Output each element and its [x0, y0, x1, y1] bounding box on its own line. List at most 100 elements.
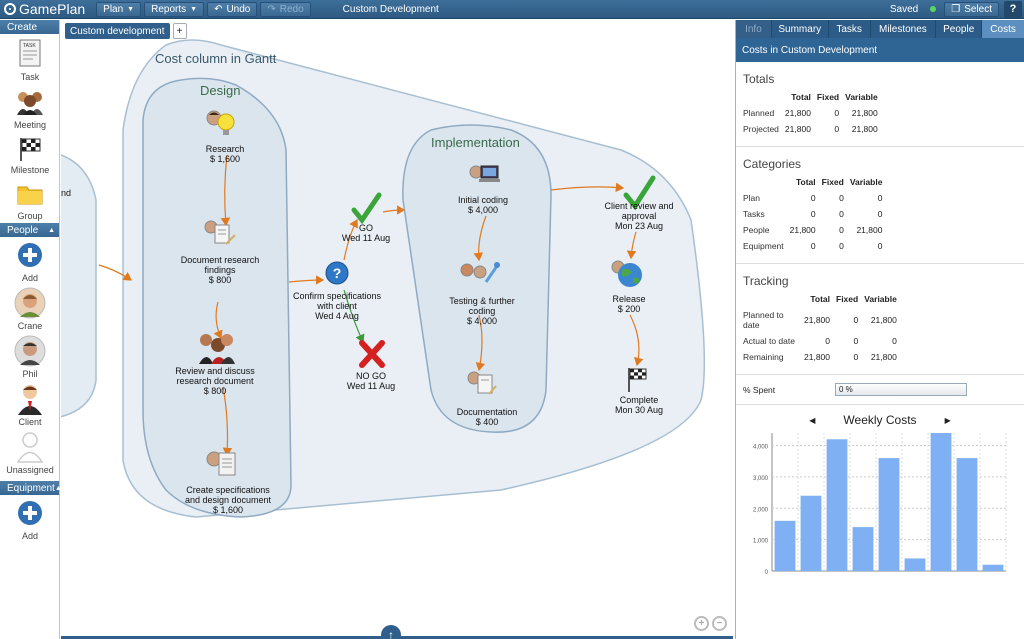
- design-group-shape[interactable]: [142, 77, 292, 518]
- cell-total: 0: [825, 336, 830, 346]
- equipment-header-label: Equipment: [7, 482, 55, 494]
- release-cost: $ 200: [617, 304, 641, 314]
- equipment-section-header[interactable]: Equipment▲: [0, 481, 62, 495]
- left-group-shape[interactable]: [61, 150, 97, 420]
- tab-milestones[interactable]: Milestones: [871, 20, 937, 38]
- tab-tasks[interactable]: Tasks: [829, 20, 871, 38]
- client-review-checkmark-icon[interactable]: [623, 175, 656, 211]
- tab-costs[interactable]: Costs: [982, 20, 1024, 38]
- undo-icon: ↶: [214, 3, 223, 15]
- complete-checkered-flag-icon[interactable]: [628, 368, 647, 392]
- logo-icon: [4, 3, 16, 15]
- go-checkmark-icon[interactable]: [351, 192, 382, 225]
- tab-people[interactable]: People: [936, 20, 983, 38]
- review-title-2: research document: [176, 376, 254, 386]
- prev-week-button[interactable]: ◀: [809, 415, 816, 425]
- breadcrumb-tab-custom-development[interactable]: Custom development: [65, 23, 170, 39]
- person-crane[interactable]: Crane: [0, 285, 60, 333]
- totals-col-variable: Variable: [845, 92, 878, 102]
- cell-variable: 21,800: [851, 124, 878, 134]
- document-findings-node-icon[interactable]: [204, 220, 236, 245]
- testing-title-2: coding: [468, 306, 496, 316]
- release-node-label[interactable]: Release$ 200: [599, 294, 659, 314]
- diagram-svg: ?: [61, 39, 706, 518]
- add-equipment-button[interactable]: Add: [0, 495, 60, 543]
- zoom-out-button[interactable]: −: [712, 616, 727, 631]
- go-title: GO: [358, 223, 373, 233]
- documentation-node-icon[interactable]: [467, 371, 497, 395]
- design-group-title[interactable]: Design: [200, 83, 241, 98]
- palette-meeting[interactable]: Meeting: [0, 84, 60, 132]
- confirm-title: Confirm specifications: [292, 291, 382, 301]
- reports-menu-button[interactable]: Reports▼: [144, 1, 205, 17]
- avatar: [14, 333, 46, 369]
- tab-summary[interactable]: Summary: [772, 20, 829, 38]
- add-tab-button[interactable]: +: [172, 23, 187, 39]
- expand-up-button[interactable]: ↑: [381, 625, 401, 639]
- person-unassigned[interactable]: Unassigned: [0, 429, 60, 477]
- panel-tabs: Info Summary Tasks Milestones People Cos…: [736, 20, 1024, 38]
- nogo-x-icon[interactable]: [359, 340, 385, 368]
- palette-task[interactable]: TASK Task: [0, 34, 60, 84]
- cell-total: 0: [810, 241, 816, 251]
- research-node-icon[interactable]: [206, 110, 235, 135]
- y-tick-label: 1,000: [753, 539, 769, 545]
- review-title: Review and discuss: [175, 366, 255, 376]
- tab-info[interactable]: Info: [736, 20, 772, 38]
- categories-col-total: Total: [795, 177, 816, 187]
- implementation-group-title[interactable]: Implementation: [431, 135, 520, 150]
- crane-label: Crane: [17, 321, 43, 331]
- confirm-question-node-icon[interactable]: ?: [325, 261, 349, 285]
- release-globe-icon[interactable]: [611, 260, 642, 287]
- testing-node-icon[interactable]: [460, 262, 500, 283]
- categories-heading: Categories: [743, 157, 802, 171]
- implementation-group-shape[interactable]: [402, 124, 552, 433]
- documentation-cost: $ 400: [475, 417, 499, 427]
- people-section-header[interactable]: People▲: [0, 223, 59, 237]
- milestone-label: Milestone: [10, 165, 50, 175]
- add-circle-icon: [17, 495, 43, 531]
- review-cost: $ 800: [203, 386, 227, 396]
- add-person-button[interactable]: Add: [0, 237, 60, 285]
- initial-coding-node-label[interactable]: Initial coding$ 4,000: [443, 195, 523, 215]
- next-week-button[interactable]: ▶: [944, 415, 951, 425]
- review-meeting-node-icon[interactable]: [199, 334, 235, 364]
- confirm-date: Wed 4 Aug: [315, 311, 359, 321]
- outer-group-title[interactable]: Cost column in Gantt: [155, 51, 277, 66]
- undo-button[interactable]: ↶Undo: [207, 1, 258, 17]
- person-phil[interactable]: Phil: [0, 333, 60, 381]
- tracking-heading: Tracking: [743, 274, 789, 288]
- cell-variable: 21,800: [870, 315, 897, 325]
- plan-canvas[interactable]: ? Custom development + Cost column in: [61, 20, 733, 639]
- create-specs-node-icon[interactable]: [206, 451, 236, 476]
- documentation-node-label[interactable]: Documentation$ 400: [442, 407, 532, 427]
- zoom-in-button[interactable]: +: [694, 616, 709, 631]
- arrow-up-icon: ↑: [388, 628, 394, 639]
- palette-milestone[interactable]: Milestone: [0, 132, 60, 177]
- select-button[interactable]: ❐Select: [944, 1, 999, 17]
- palette-group[interactable]: Group: [0, 177, 60, 223]
- plan-menu-button[interactable]: Plan▼: [96, 1, 142, 17]
- research-node-label[interactable]: Research$ 1,600: [185, 144, 265, 164]
- person-client[interactable]: Client: [0, 381, 60, 429]
- create-section-header[interactable]: Create: [0, 20, 59, 34]
- cell-fixed: 0: [853, 352, 859, 362]
- redo-button[interactable]: ↷Redo: [260, 1, 311, 17]
- initial-coding-node-icon[interactable]: [469, 165, 500, 182]
- help-button[interactable]: ?: [1004, 0, 1022, 18]
- cell-total: 21,800: [804, 315, 830, 325]
